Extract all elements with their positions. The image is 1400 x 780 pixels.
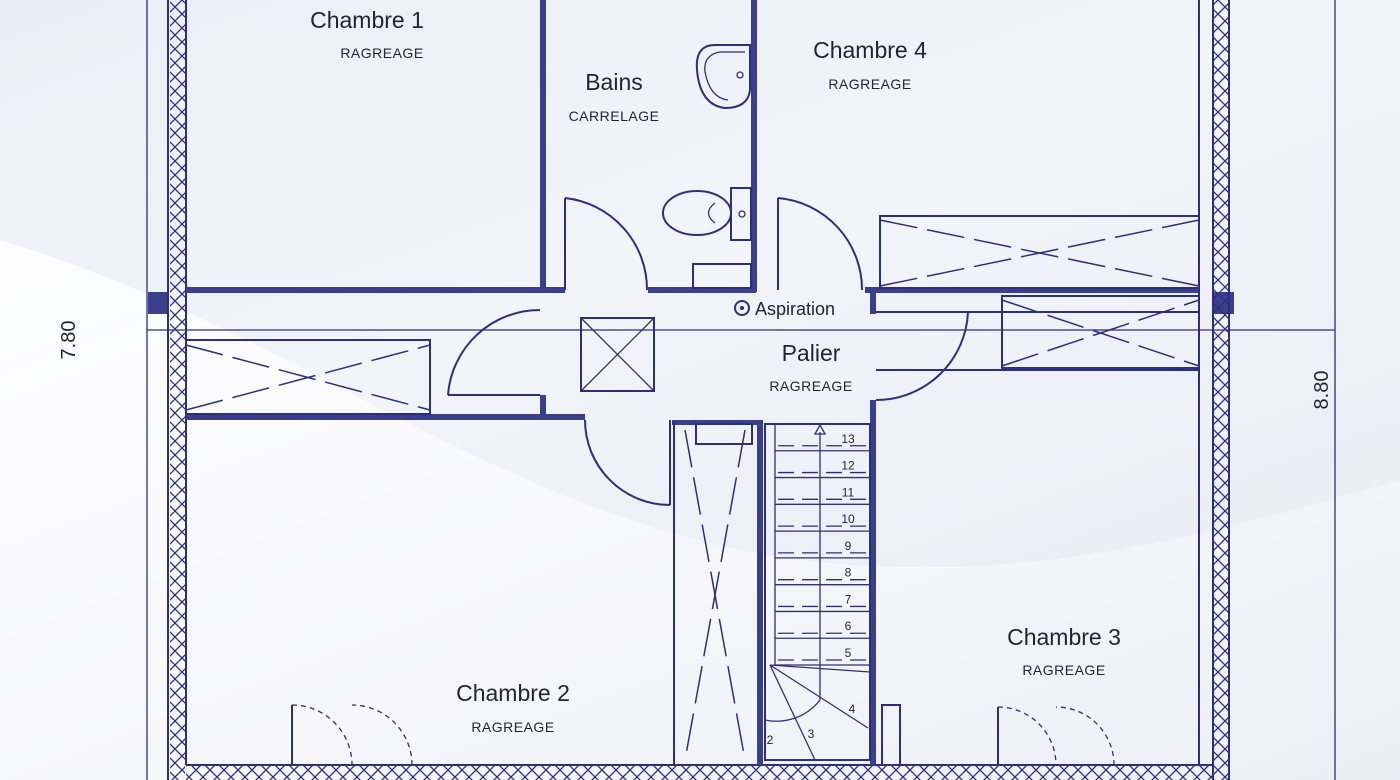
dimension-left: 7.80 [58, 321, 80, 360]
stair-step-number: 6 [845, 619, 852, 633]
sink-icon [695, 44, 751, 110]
stair-step-number: 2 [767, 733, 774, 747]
room-name: Chambre 2 [456, 680, 570, 706]
room-name: Chambre 3 [1007, 624, 1121, 650]
stair-step-number: 13 [841, 432, 855, 446]
stair-step-number: 12 [841, 459, 855, 473]
toilet-icon [662, 187, 752, 289]
aspiration-outlet: Aspiration [734, 299, 835, 319]
stair-step-number: 11 [842, 485, 855, 499]
closet-left [185, 339, 431, 415]
stair-step-number: 5 [845, 646, 852, 660]
closet-hall [684, 423, 753, 761]
room-bains: Bains CARRELAGE [569, 69, 660, 124]
floor-type: RAGREAGE [769, 378, 852, 394]
background-swoosh [0, 240, 1400, 780]
floor-type: RAGREAGE [471, 719, 554, 735]
closet-chambre3 [1001, 295, 1200, 369]
room-name: Chambre 1 [310, 7, 424, 33]
room-name: Chambre 4 [813, 37, 927, 63]
floor-type: CARRELAGE [569, 108, 660, 124]
stair-step-number: 8 [845, 566, 852, 580]
stair-step-number: 9 [845, 539, 852, 553]
aspiration-label: Aspiration [755, 299, 835, 319]
room-name: Palier [782, 340, 841, 366]
stair-step-number: 7 [845, 592, 852, 606]
stair-step-number: 3 [808, 727, 815, 741]
stair-step-number: 4 [849, 702, 856, 716]
room-chambre-1: Chambre 1 RAGREAGE [310, 7, 424, 61]
stair-step-number: 10 [841, 512, 855, 526]
room-chambre-3: Chambre 3 RAGREAGE [1007, 624, 1121, 678]
dimension-right: 8.80 [1311, 371, 1333, 410]
aspiration-icon [734, 300, 750, 316]
floor-type: RAGREAGE [828, 76, 911, 92]
closet-chambre4 [879, 215, 1200, 289]
stair-arrow-icon [813, 423, 827, 435]
doors [291, 197, 1115, 766]
room-chambre-2: Chambre 2 RAGREAGE [456, 680, 570, 735]
room-name: Bains [585, 69, 643, 95]
stair-step-numbers: 2 3 4 5 6 7 8 9 10 11 12 13 [767, 432, 856, 747]
room-palier: Palier RAGREAGE [769, 340, 852, 394]
shaft [580, 317, 655, 392]
floor-type: RAGREAGE [340, 45, 423, 61]
staircase [764, 423, 871, 761]
room-chambre-4: Chambre 4 RAGREAGE [813, 37, 927, 92]
floor-type: RAGREAGE [1022, 662, 1105, 678]
